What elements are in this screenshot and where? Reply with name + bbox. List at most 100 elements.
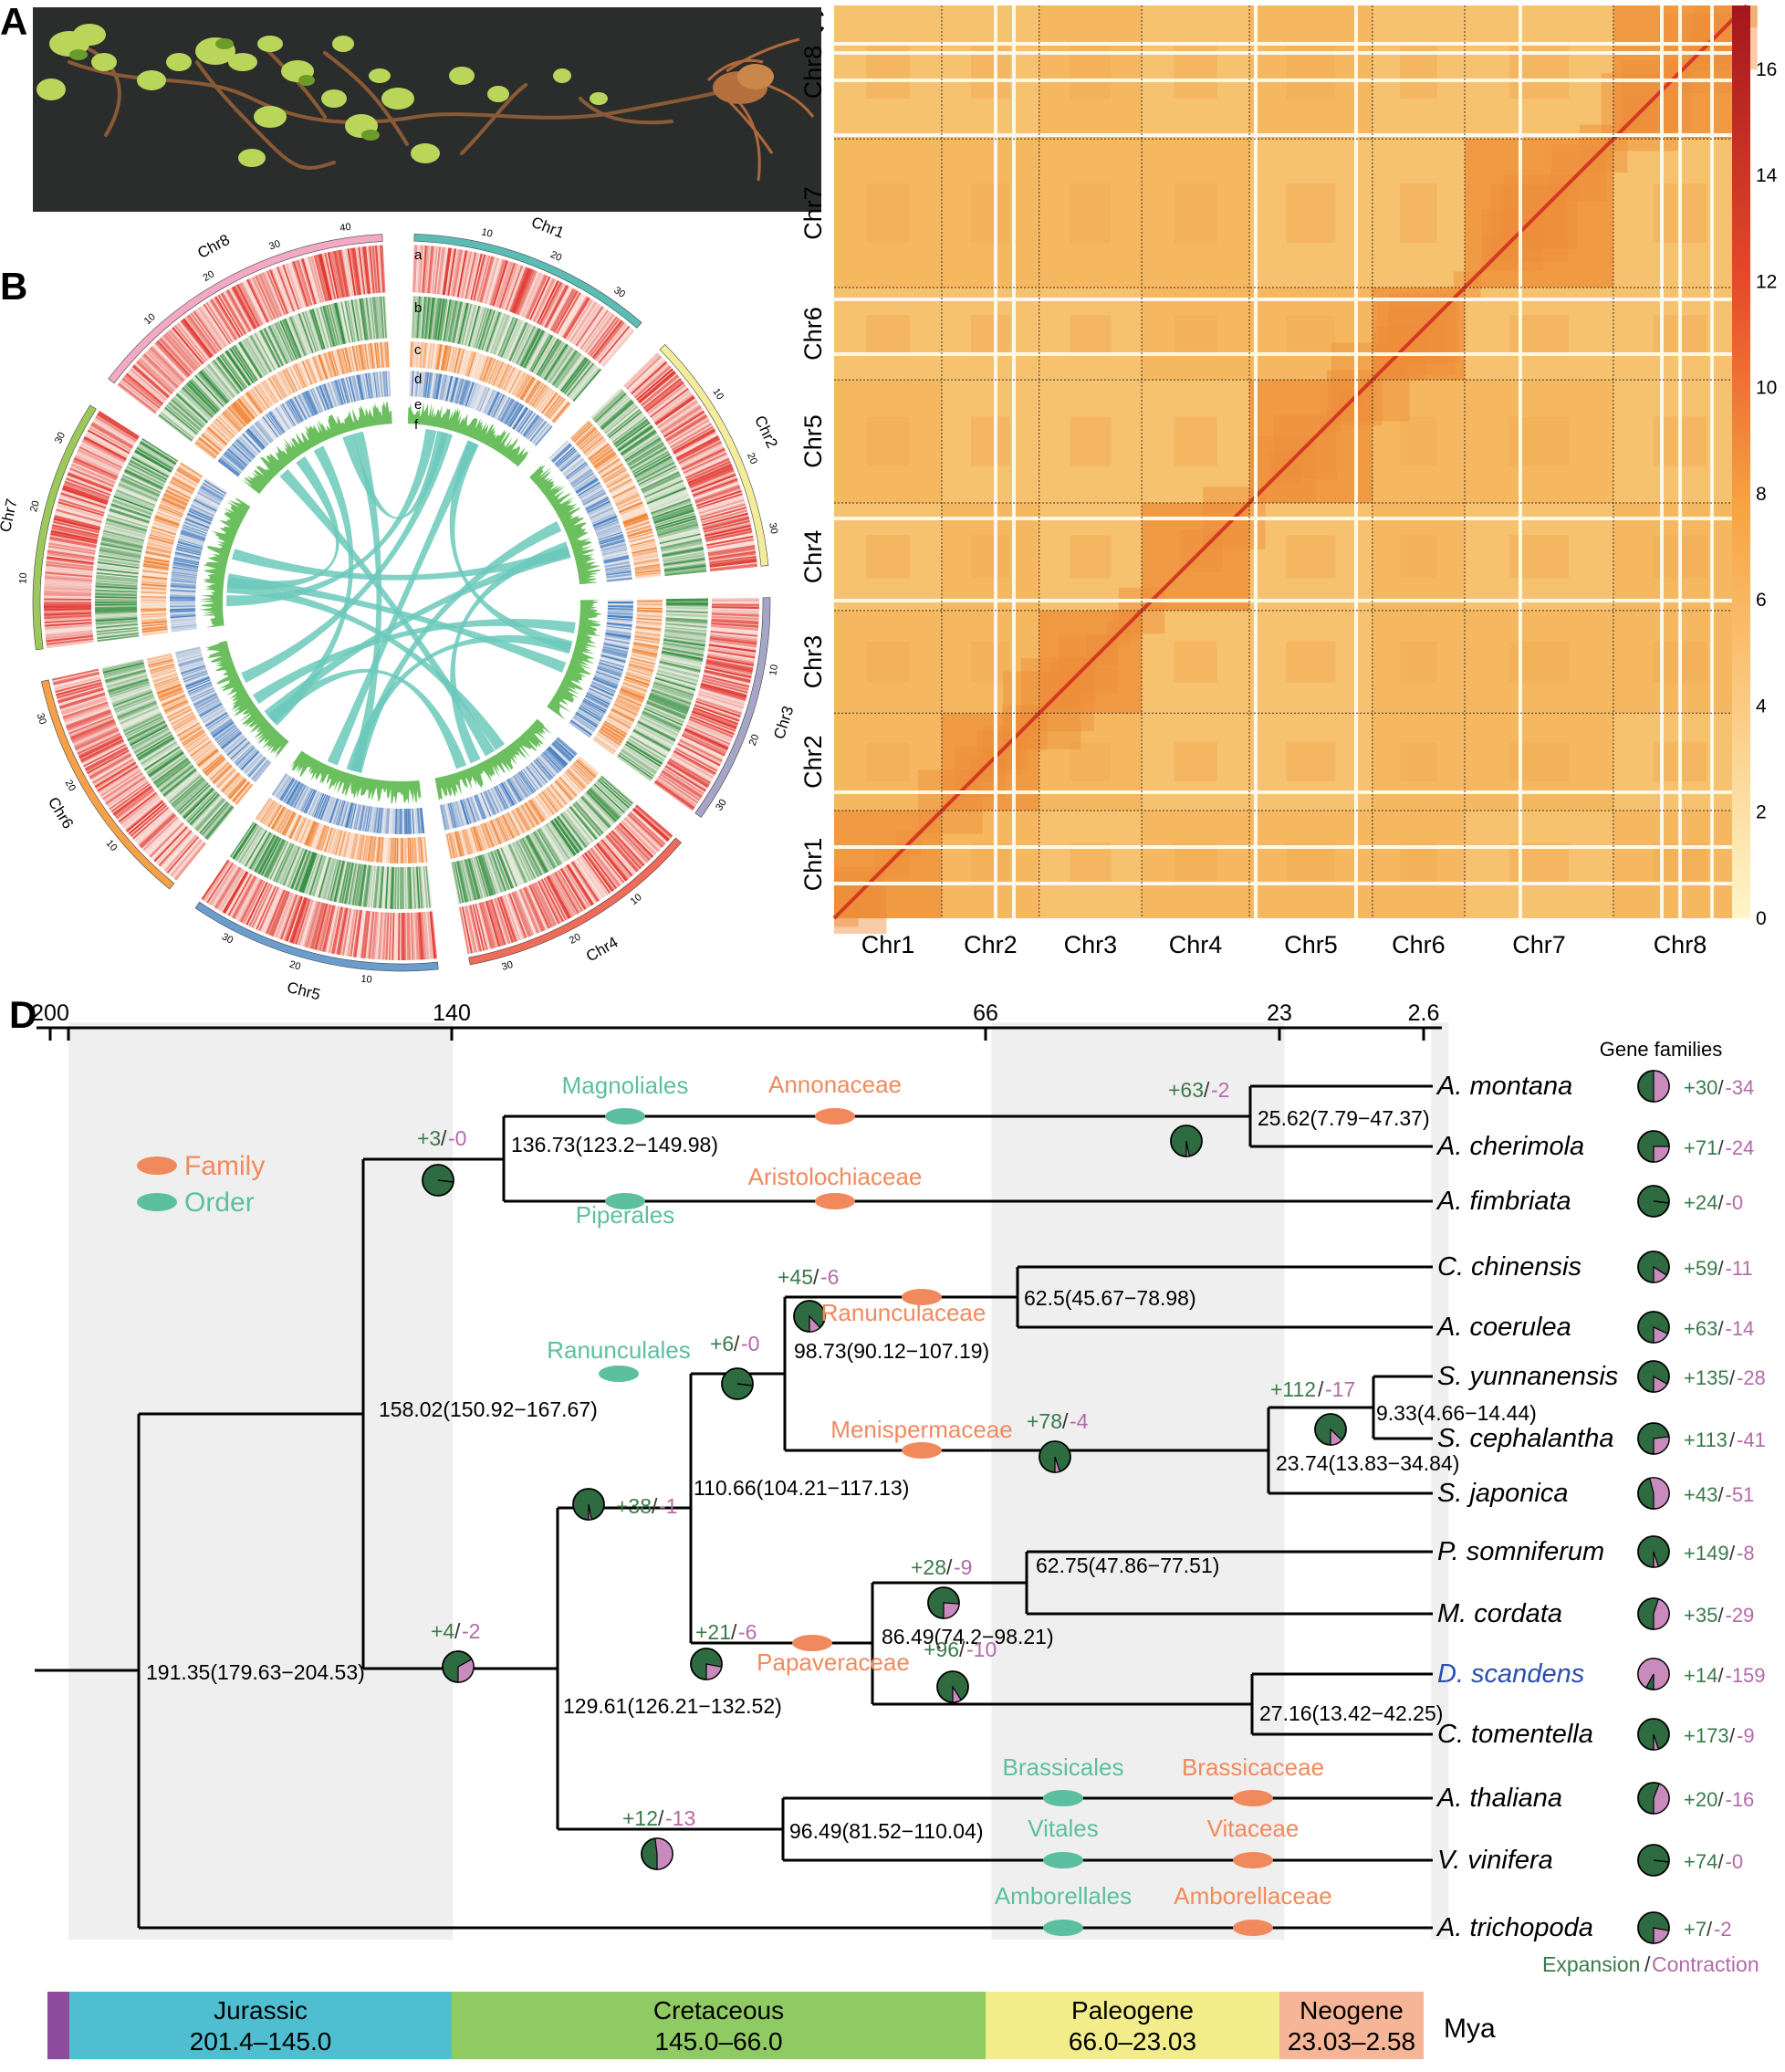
track-b-bin (254, 834, 276, 873)
track-b-bin (193, 375, 224, 408)
track-c-bin (625, 675, 651, 685)
track-a-bin (139, 357, 175, 392)
track-d-bin (412, 371, 415, 397)
track-a-bin (594, 321, 625, 361)
track-d-bin (416, 808, 420, 834)
track-b-bin (102, 533, 144, 545)
track-a-bin (640, 374, 679, 406)
track-c-bin (302, 360, 314, 385)
track-b-bin (104, 666, 146, 679)
track-d-bin (237, 748, 256, 768)
track-b-bin (349, 863, 359, 905)
track-a-bin (711, 612, 759, 615)
track-a-bin (78, 445, 123, 469)
track-a-bin (695, 699, 742, 717)
track-c-bin (277, 371, 291, 396)
track-a-bin (121, 796, 161, 828)
track-a-bin (141, 815, 178, 850)
track-d-bin (318, 795, 329, 820)
track-d-bin (364, 806, 371, 832)
track-b-bin (397, 866, 400, 909)
track-c-bin (141, 626, 168, 631)
track-c-bin (597, 456, 620, 473)
track-b-bin (369, 297, 376, 340)
track-a-bin (680, 737, 725, 759)
track-b-bin (425, 865, 432, 908)
track-b-bin (658, 663, 701, 675)
track-a-bin (166, 836, 200, 874)
track-d-bin (491, 393, 504, 418)
track-d-bin (465, 382, 474, 407)
track-b-bin (549, 821, 575, 857)
track-b-bin (608, 411, 642, 439)
track-d-bin (287, 781, 301, 805)
track-a-bin (123, 375, 162, 407)
track-b-bin (654, 678, 695, 693)
track-d-bin (423, 371, 427, 398)
track-c-bin (463, 829, 472, 855)
track-c-bin (396, 837, 399, 863)
track-c-bin (600, 464, 624, 479)
track-d-bin (171, 572, 197, 578)
track-d-bin (231, 742, 251, 761)
track-a-bin (124, 798, 162, 831)
track-b-bin (646, 486, 686, 504)
track-b-bin (596, 780, 629, 811)
track-d-bin (191, 504, 215, 517)
track-b-bin (318, 857, 331, 898)
track-b-bin (653, 508, 694, 523)
track-c-bin (632, 645, 659, 653)
track-a-bin (492, 260, 508, 307)
track-d-bin (581, 701, 605, 716)
track-d-bin (500, 782, 515, 806)
track-d-bin (448, 802, 456, 829)
track-b-bin (636, 461, 675, 483)
track-d-bin (187, 511, 213, 523)
track-c-bin (468, 828, 477, 853)
track-c-bin (161, 499, 185, 511)
track-b-bin (105, 672, 147, 685)
track-b-bin (663, 641, 705, 650)
track-b-bin (409, 866, 412, 909)
track-a-background (459, 804, 673, 955)
track-a-bin (245, 278, 269, 323)
track-d-bin (201, 706, 224, 721)
track-b-bin (337, 861, 348, 903)
track-a-bin (102, 773, 144, 801)
track-b-bin (95, 603, 138, 606)
track-a-bin (95, 415, 137, 443)
track-c-bin (548, 786, 566, 807)
track-b-bin (664, 630, 707, 636)
track-d-bin (581, 702, 605, 716)
track-a-bin (211, 865, 239, 907)
track-d-bin (507, 779, 522, 801)
track-d-bin (176, 652, 203, 661)
track-b-bin (444, 299, 453, 342)
track-d-bin (170, 585, 196, 589)
track-a-bin (71, 461, 117, 482)
track-b-bin (663, 560, 705, 568)
track-d-bin (454, 801, 463, 827)
track-b-bin (347, 300, 356, 342)
track-d-bin (175, 648, 201, 655)
track-d-bin (171, 621, 197, 625)
track-b-bin (664, 627, 707, 633)
track-a-bin (502, 264, 520, 310)
track-a-bin (380, 245, 385, 293)
track-c-bin (216, 417, 235, 437)
track-a-bin (239, 282, 263, 326)
track-d-bin (172, 570, 198, 576)
track-b-bin (204, 367, 233, 401)
track-c-bin (631, 543, 656, 551)
track-c-bin (541, 392, 558, 414)
track-d-bin (184, 675, 209, 685)
track-a-bin (52, 520, 99, 534)
track-a-bin (161, 832, 194, 869)
track-d-bin (444, 803, 452, 830)
track-b-bin (99, 552, 141, 561)
track-b-bin (590, 786, 623, 817)
track-c-bin (141, 629, 168, 634)
track-a-bin (295, 898, 311, 945)
track-d-bin (406, 808, 409, 834)
track-c-bin (617, 498, 642, 511)
